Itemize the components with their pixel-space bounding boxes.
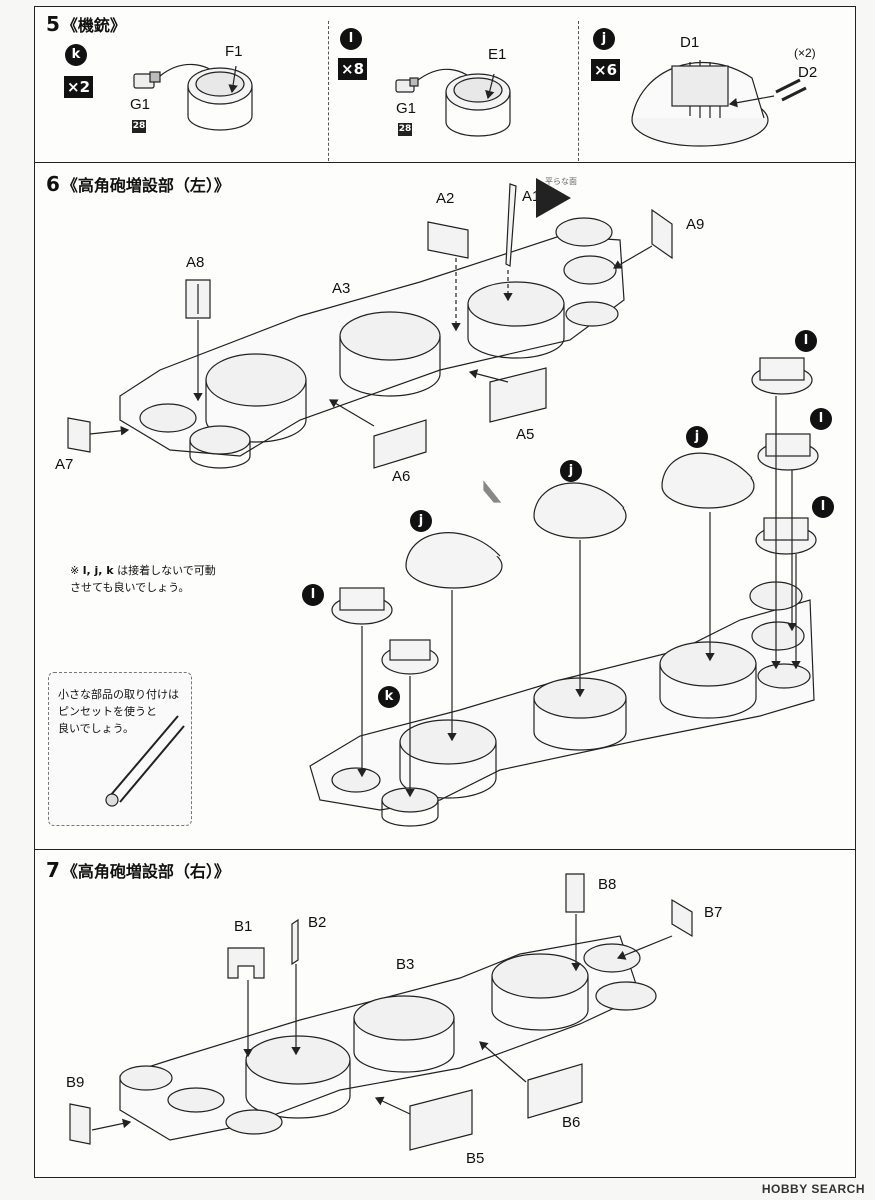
part-label-b9: B9 bbox=[66, 1074, 85, 1091]
quantity-badge: ×6 bbox=[591, 59, 621, 81]
step6-turrets bbox=[331, 357, 819, 675]
step-number: 7 bbox=[46, 858, 60, 882]
part-tag-j: j bbox=[686, 426, 708, 448]
quantity-badge: ×2 bbox=[64, 76, 94, 98]
step6-lower-arrows bbox=[357, 396, 801, 798]
step-heading: 《機銃》 bbox=[61, 16, 126, 35]
part-tag-j: j bbox=[410, 510, 432, 532]
note-line: 良いでしょう。 bbox=[58, 722, 135, 735]
part-label-d1: D1 bbox=[680, 34, 700, 51]
step7-title: 7《高角砲増設部（右）》 bbox=[46, 858, 230, 882]
part-label-a5: A5 bbox=[516, 426, 535, 443]
step6-title: 6《高角砲増設部（左）》 bbox=[46, 172, 230, 196]
part-tag-k: k bbox=[378, 686, 400, 708]
part-tag-l: l bbox=[302, 584, 324, 606]
quantity-note: (×2) bbox=[794, 46, 816, 60]
note-tags: l, j, k bbox=[82, 564, 114, 577]
panel-divider bbox=[578, 21, 579, 161]
optional-cement-note: ※ l, j, k は接着しないで可動 させても良いでしょう。 bbox=[70, 562, 216, 596]
step-heading: 《高角砲増設部（左）》 bbox=[61, 176, 230, 195]
panel-divider bbox=[328, 21, 329, 161]
watermark: HOBBY SEARCH bbox=[761, 1182, 865, 1196]
note-text: は接着しないで可動 bbox=[113, 564, 216, 577]
part-tag-j: j bbox=[560, 460, 582, 482]
part-label-b5: B5 bbox=[466, 1150, 485, 1167]
part-label-b3: B3 bbox=[396, 956, 415, 973]
part-tag-l: l bbox=[340, 28, 362, 50]
part-tag-l: l bbox=[812, 496, 834, 518]
tweezers-tip-text: 小さな部品の取り付けは ピンセットを使うと 良いでしょう。 bbox=[58, 686, 179, 737]
note-text: させても良いでしょう。 bbox=[70, 581, 190, 594]
tweezers-tip-icon bbox=[105, 793, 119, 807]
part-label-a3: A3 bbox=[332, 280, 351, 297]
runner-number: 28 bbox=[132, 120, 146, 133]
step6-hull-lower bbox=[309, 581, 815, 827]
note-prefix: ※ bbox=[70, 564, 83, 577]
step7-hull bbox=[119, 935, 657, 1141]
part-label-d2: D2 bbox=[798, 64, 818, 81]
part-tag-l: l bbox=[810, 408, 832, 430]
runner-number: 28 bbox=[398, 123, 412, 136]
part-label-b1: B1 bbox=[234, 918, 253, 935]
part-label-a1: A1 bbox=[522, 188, 541, 205]
part-label-f1: F1 bbox=[225, 43, 243, 60]
section-divider bbox=[35, 849, 855, 850]
part-label-b2: B2 bbox=[308, 914, 327, 931]
part-label-a6: A6 bbox=[392, 468, 411, 485]
part-label-b8: B8 bbox=[598, 876, 617, 893]
direction-arrow-icon bbox=[483, 480, 502, 503]
part-label-a7: A7 bbox=[55, 456, 74, 473]
note-line: 小さな部品の取り付けは bbox=[58, 688, 179, 701]
step-number: 6 bbox=[46, 172, 60, 196]
part-tag-l: l bbox=[795, 330, 817, 352]
part-label-a8: A8 bbox=[186, 254, 205, 271]
part-tag-k: k bbox=[65, 44, 87, 66]
step7-arrows bbox=[91, 914, 673, 1131]
part-label-g1: G1 bbox=[130, 96, 151, 113]
part-label-a9: A9 bbox=[686, 216, 705, 233]
step5-title: 5《機銃》 bbox=[46, 12, 126, 36]
part-label-b7: B7 bbox=[704, 904, 723, 921]
step7-small-parts bbox=[69, 873, 693, 1151]
note-line: ピンセットを使うと bbox=[58, 705, 157, 718]
part-label-e1: E1 bbox=[488, 46, 507, 63]
step6-hull-upper bbox=[119, 217, 625, 469]
step-heading: 《高角砲増設部（右）》 bbox=[61, 862, 230, 881]
machine-gun-l-art bbox=[395, 68, 511, 137]
tweezers-tip-box bbox=[48, 672, 192, 826]
turret-j-art bbox=[631, 60, 807, 147]
machine-gun-k-art bbox=[133, 63, 253, 131]
part-label-b6: B6 bbox=[562, 1114, 581, 1131]
part-label-a2: A2 bbox=[436, 190, 455, 207]
step6-upper-arrows bbox=[89, 178, 653, 436]
section-divider bbox=[35, 162, 855, 163]
step-number: 5 bbox=[46, 12, 60, 36]
tweezers-icon bbox=[109, 715, 185, 803]
part-label-g1: G1 bbox=[396, 100, 417, 117]
quantity-badge: ×8 bbox=[338, 58, 368, 80]
part-tag-j: j bbox=[593, 28, 615, 50]
